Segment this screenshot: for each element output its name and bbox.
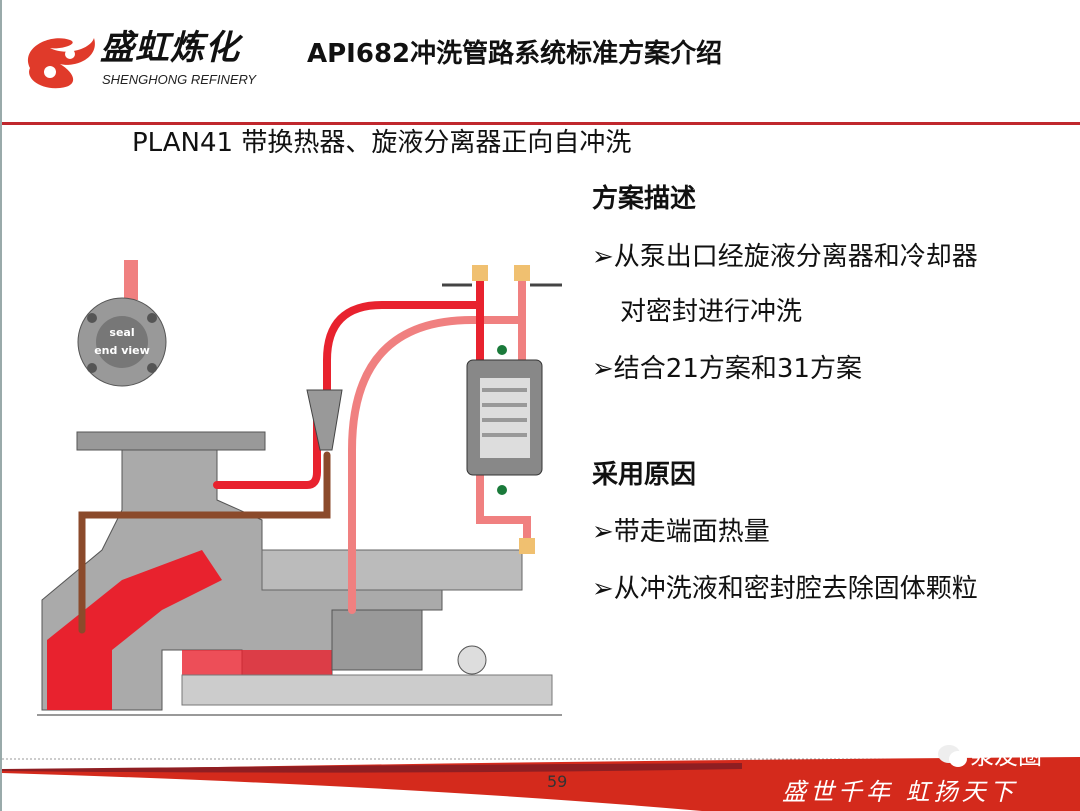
bullet-text: 从泵出口经旋液分离器和冷却器	[613, 242, 978, 272]
slide-subtitle: PLAN41 带换热器、旋液分离器正向自冲洗	[132, 128, 632, 158]
header-divider	[2, 122, 1080, 125]
logo-text-cn: 盛虹炼化	[100, 28, 240, 68]
cyclone-separator	[306, 389, 343, 451]
page-number: 59	[547, 772, 568, 791]
seal-end-view: seal end view	[77, 260, 167, 387]
end-view-label: end view	[94, 344, 150, 357]
reason-bullet: ➢从冲洗液和密封腔去除固体颗粒	[592, 574, 978, 604]
heat-exchanger	[466, 345, 543, 495]
watermark-text: 泵友圈	[970, 742, 1042, 770]
valves	[442, 265, 562, 554]
description-heading: 方案描述	[592, 184, 697, 214]
shenghong-logo-icon	[28, 38, 95, 89]
piping	[78, 276, 531, 634]
bullet-text: 从冲洗液和密封腔去除固体颗粒	[613, 574, 978, 604]
bullet-text: 结合21方案和31方案	[613, 354, 862, 384]
description-bullet: ➢结合21方案和31方案	[592, 354, 862, 384]
description-bullet-continuation: 对密封进行冲洗	[620, 297, 803, 327]
footer-band	[2, 757, 1080, 811]
reason-bullet: ➢带走端面热量	[592, 517, 770, 547]
logo-text-en: SHENGHONG REFINERY	[102, 72, 257, 87]
reasons-heading: 采用原因	[592, 460, 697, 490]
seal-label: seal	[109, 326, 134, 339]
bullet-text: 带走端面热量	[613, 517, 770, 547]
description-bullet: ➢从泵出口经旋液分离器和冷却器	[592, 242, 978, 272]
wechat-icon	[938, 745, 967, 767]
plan41-diagram: seal end view	[37, 260, 562, 716]
page-title: API682冲洗管路系统标准方案介绍	[307, 39, 723, 69]
footer-motto: 盛世千年 虹扬天下	[782, 778, 1018, 806]
